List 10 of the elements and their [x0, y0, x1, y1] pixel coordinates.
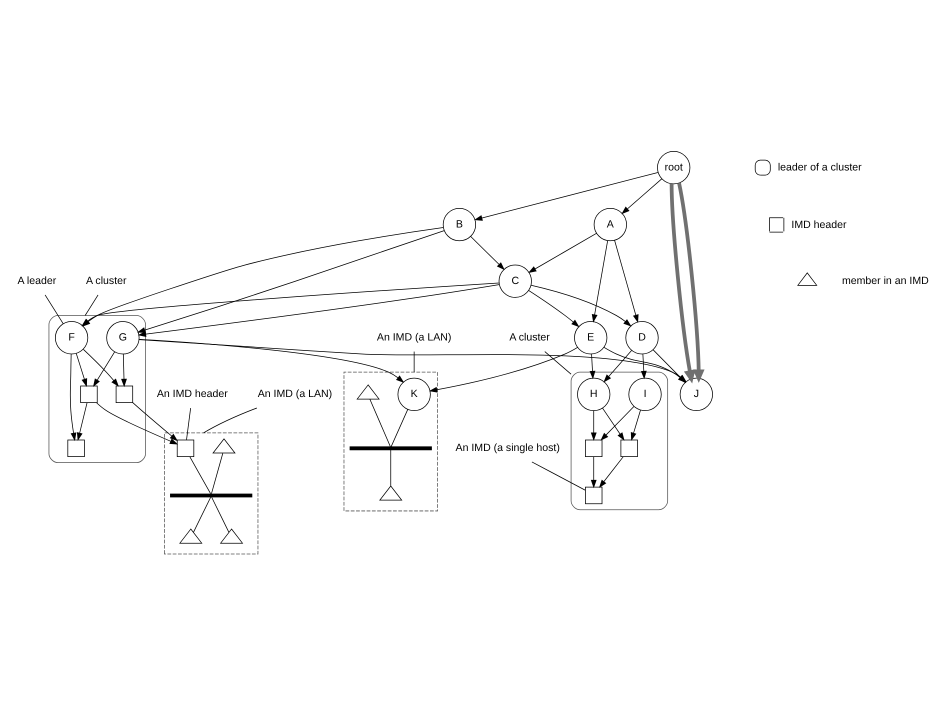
- node-text: A cluster: [509, 332, 550, 344]
- legend-label: member in an IMD: [842, 274, 929, 287]
- node-text: An IMD header: [156, 388, 228, 400]
- legend-label: IMD header: [791, 218, 847, 231]
- node-text: A cluster: [86, 274, 127, 287]
- node-text: An IMD (a LAN): [258, 388, 332, 400]
- node-text: A leader: [18, 274, 56, 287]
- node-text: An IMD (a LAN): [376, 332, 452, 344]
- node-text: An IMD (a single host): [456, 442, 560, 454]
- legend-label: leader of a cluster: [778, 161, 862, 174]
